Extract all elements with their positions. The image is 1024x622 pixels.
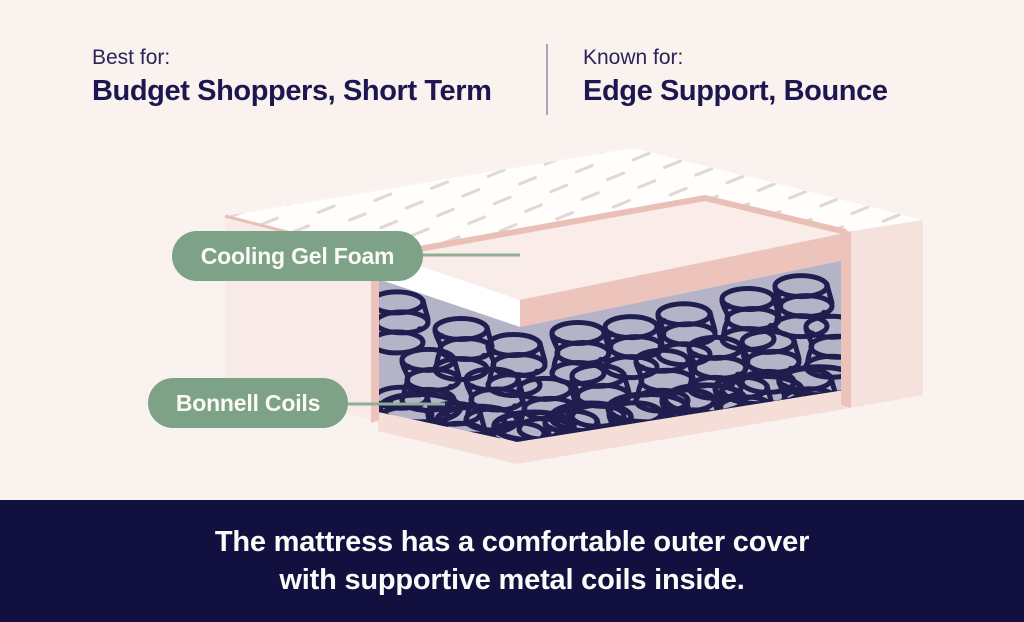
mattress-floor-edge (378, 390, 845, 464)
cooling-gel-foam-pill: Cooling Gel Foam (172, 231, 423, 281)
bonnell-coils-pill: Bonnell Coils (148, 378, 348, 428)
best-for-label: Best for: (92, 46, 171, 69)
cooling-gel-foam-pill-label: Cooling Gel Foam (200, 242, 395, 269)
header-divider (546, 44, 548, 115)
right-cut-face (841, 229, 851, 408)
bonnell-coils-pill-label: Bonnell Coils (175, 389, 321, 416)
caption-bar: The mattress has a comfortable outer cov… (0, 500, 1024, 622)
left-cut-face (371, 251, 379, 423)
caption-line-2: with supportive metal coils inside. (279, 564, 745, 596)
mattress-right-wall-cut-piece (845, 220, 923, 409)
best-for-block: Best for: Budget Shoppers, Short Term (92, 45, 492, 109)
known-for-value: Edge Support, Bounce (583, 75, 888, 107)
best-for-value: Budget Shoppers, Short Term (92, 75, 492, 107)
caption-line-1: The mattress has a comfortable outer cov… (214, 526, 810, 558)
known-for-block: Known for: Edge Support, Bounce (583, 45, 888, 109)
cover-trim (379, 195, 847, 259)
known-for-label: Known for: (583, 46, 684, 69)
foam-layer-top (380, 197, 845, 300)
foam-layer-right-face (520, 233, 845, 327)
